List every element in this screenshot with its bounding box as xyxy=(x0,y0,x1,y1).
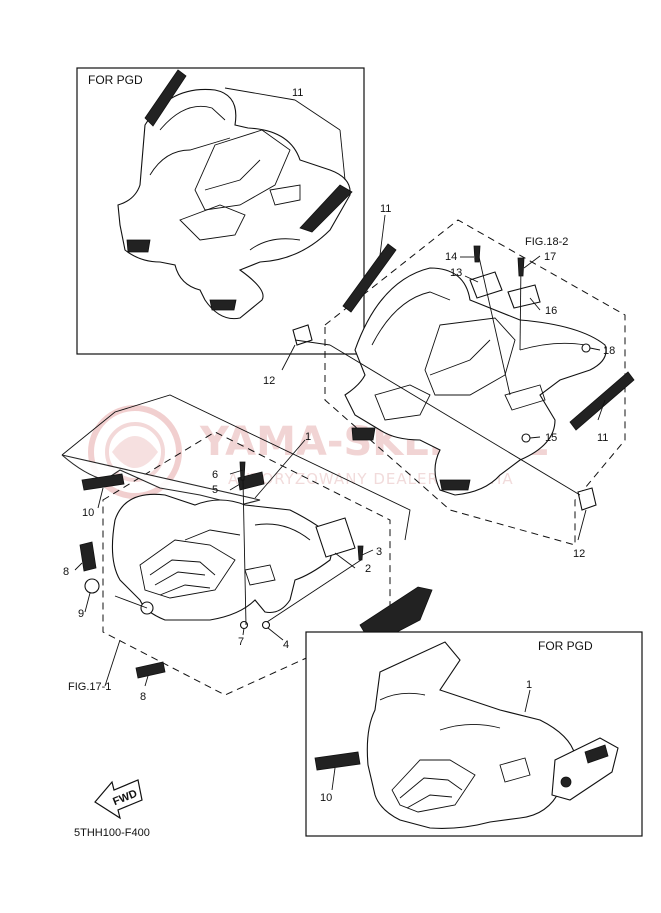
callout-9: 9 xyxy=(78,608,84,620)
callout-11-top-pgd: 11 xyxy=(292,87,303,99)
rivet-17 xyxy=(517,257,525,277)
callout-7: 7 xyxy=(238,636,244,648)
rear-left-decal xyxy=(342,243,397,313)
callout-15: 15 xyxy=(545,432,557,444)
callout-1-pgd: 1 xyxy=(526,679,532,691)
callout-6: 6 xyxy=(212,469,218,481)
fwd-arrow-icon xyxy=(94,779,143,820)
fig-18-2-ref: FIG.18-2 xyxy=(525,236,568,248)
callout-16: 16 xyxy=(545,305,557,317)
callout-8-bottom: 8 xyxy=(140,691,146,703)
grommet-7 xyxy=(239,620,249,630)
fwd-arrow: FWD xyxy=(94,779,143,820)
rear-fender-assembly: 11 14 13 17 16 18 15 11 12 12 FIG.18-2 xyxy=(263,203,635,560)
callout-14: 14 xyxy=(445,251,457,263)
callout-18: 18 xyxy=(603,345,615,357)
callout-17: 17 xyxy=(544,251,556,263)
fig-17-1-ref: FIG.17-1 xyxy=(68,681,111,693)
grommet-18 xyxy=(581,343,591,353)
top-pgd-left-decal xyxy=(144,69,187,127)
callout-12-right: 12 xyxy=(573,548,585,560)
sticker-12-right xyxy=(577,487,597,511)
callout-4: 4 xyxy=(283,639,289,651)
label-13 xyxy=(469,271,503,299)
bottom-pgd-label: FOR PGD xyxy=(538,639,593,653)
callout-13: 13 xyxy=(450,267,462,279)
callout-11-rear-right: 11 xyxy=(597,432,608,444)
front-fender-pgd-drawing xyxy=(314,641,619,829)
plate-2 xyxy=(315,517,356,558)
diagram-code: 5THH100-F400 xyxy=(74,827,150,839)
callout-1-front: 1 xyxy=(305,431,311,443)
top-pgd-label: FOR PGD xyxy=(88,73,143,87)
callout-12-left: 12 xyxy=(263,375,275,387)
front-fender-assembly: 1 6 5 10 8 9 2 3 7 4 8 FIG.17-1 xyxy=(61,394,433,703)
grommet-4 xyxy=(261,620,271,630)
rear-fender-pgd-drawing xyxy=(117,69,353,320)
top-pgd-box: FOR PGD 11 xyxy=(76,67,365,355)
rear-fender-drawing xyxy=(292,243,635,511)
decal-8-left xyxy=(79,541,97,572)
callout-5: 5 xyxy=(212,484,218,496)
callout-3: 3 xyxy=(376,546,382,558)
front-fender-drawing xyxy=(79,461,433,679)
screw-3 xyxy=(357,545,364,561)
rivet-6 xyxy=(239,461,246,481)
top-pgd-right-decal xyxy=(299,184,353,233)
bottom-pgd-box: FOR PGD 1 10 xyxy=(305,631,643,837)
grommet-15 xyxy=(521,433,531,443)
callout-10-pgd: 10 xyxy=(320,792,332,804)
decal-8-bottom xyxy=(135,661,166,679)
part-9 xyxy=(84,578,100,594)
rear-fender-dashed-group xyxy=(324,219,626,546)
label-16 xyxy=(507,284,541,309)
callout-2: 2 xyxy=(365,563,371,575)
rear-right-decal xyxy=(569,371,635,431)
decal-10 xyxy=(81,473,125,491)
callout-11-rear-left: 11 xyxy=(380,203,391,215)
rivet-14 xyxy=(473,245,481,263)
callout-10-front: 10 xyxy=(82,507,94,519)
decal-10-pgd xyxy=(314,751,361,771)
callout-8-left: 8 xyxy=(63,566,69,578)
